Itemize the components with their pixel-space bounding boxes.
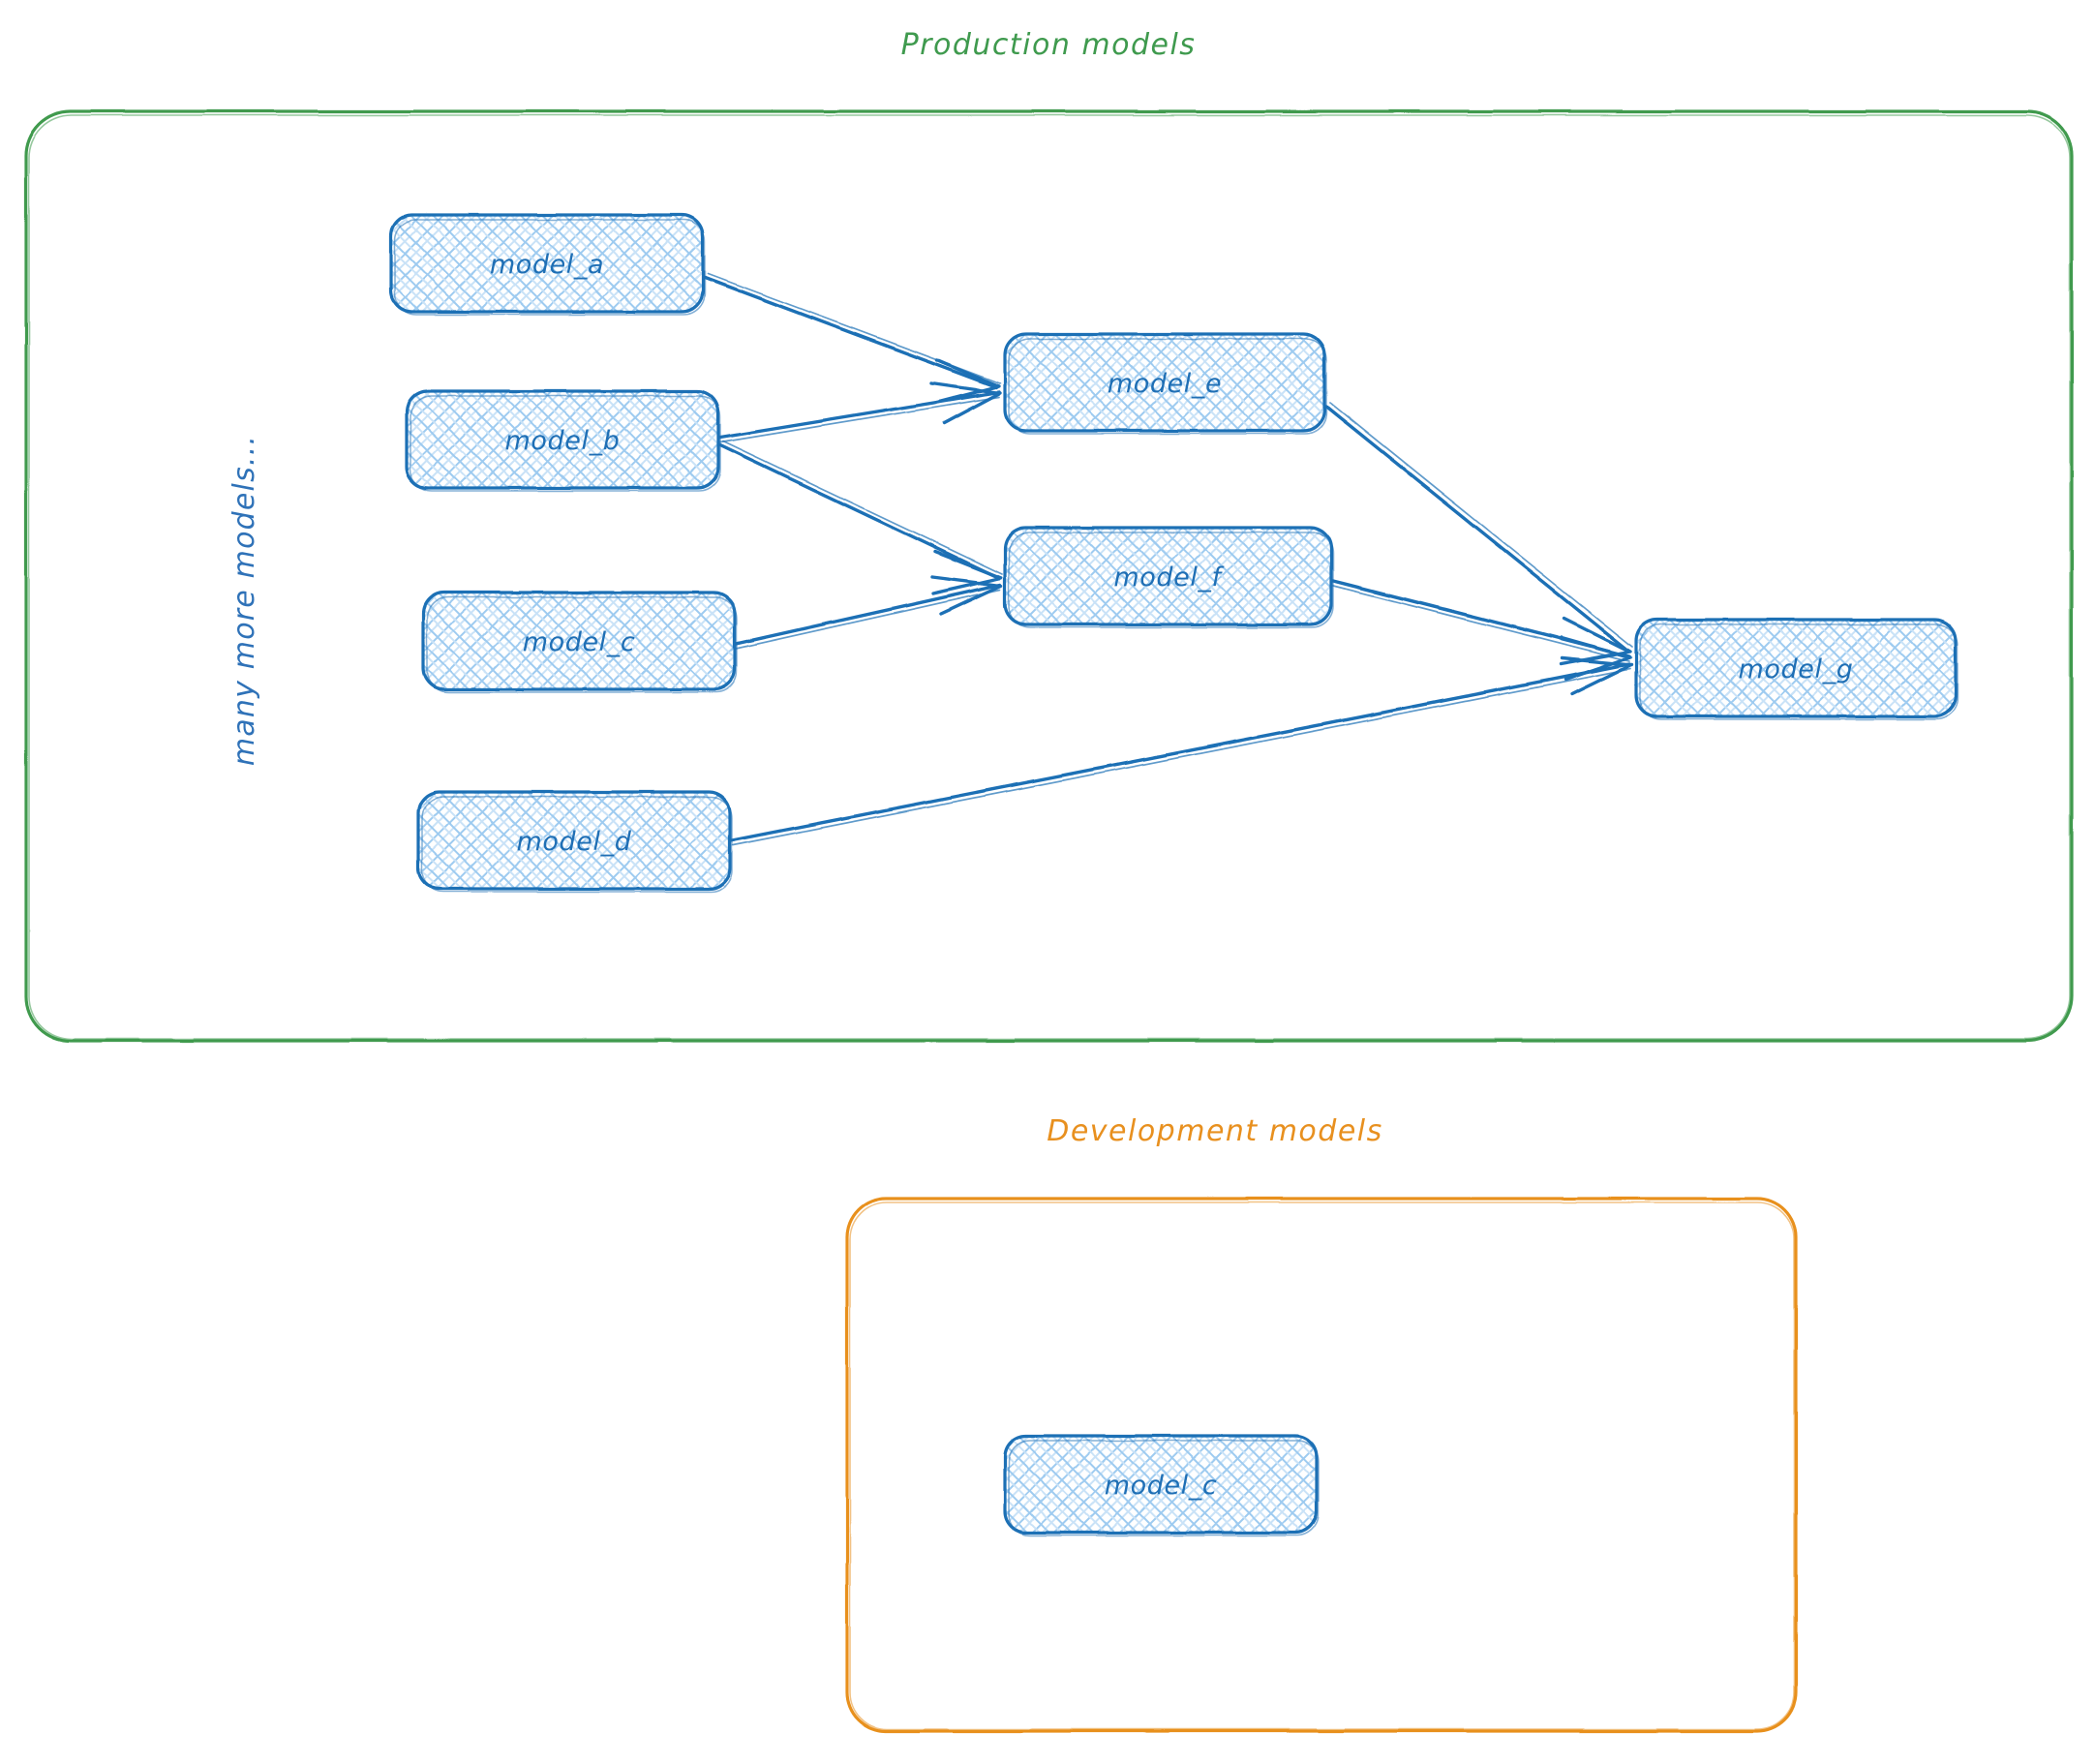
edge-model-b-to-model-f	[718, 441, 1003, 595]
node-model-a[interactable]: model_a	[389, 213, 706, 316]
node-model-c-development[interactable]: model_c	[1003, 1434, 1320, 1536]
annotation-many-more-models: many more models...	[228, 435, 261, 766]
node-model-d[interactable]: model_d	[416, 790, 733, 893]
node-model-c-production-label: model_c	[523, 627, 636, 657]
annotation-many-more-models-text: many more models...	[228, 435, 261, 766]
edge-model-d-to-model-g	[730, 656, 1633, 846]
node-model-c-production[interactable]: model_c	[421, 591, 738, 693]
node-model-a-box-shadow	[394, 219, 706, 316]
production-group-label: Production models	[901, 28, 1197, 62]
group-production[interactable]: Production models	[24, 28, 2074, 1043]
edge-model-c-to-model-f	[734, 575, 1003, 650]
node-model-f-box	[1003, 526, 1333, 626]
production-container-rect-shadow	[28, 114, 2071, 1040]
node-model-g-box	[1634, 618, 1958, 718]
node-model-b-label: model_b	[505, 426, 621, 456]
node-model-a-label: model_a	[490, 250, 604, 280]
development-group-label: Development models	[1047, 1114, 1383, 1148]
node-model-e-label: model_e	[1108, 369, 1222, 399]
node-model-d-box	[416, 790, 732, 891]
node-model-c-development-label: model_c	[1105, 1471, 1218, 1501]
edge-model-e-to-model-g	[1324, 402, 1633, 666]
node-model-c-production-box	[421, 591, 737, 691]
node-model-c-production-box-shadow	[426, 596, 738, 693]
development-container-rect-shadow	[849, 1201, 1795, 1730]
group-development[interactable]: Development models	[845, 1114, 1798, 1733]
edge-layer	[703, 273, 1633, 846]
node-model-e[interactable]: model_e	[1003, 332, 1327, 435]
node-model-f[interactable]: model_f	[1003, 526, 1334, 628]
edge-model-a-to-model-e	[703, 273, 1001, 405]
node-model-e-box	[1003, 332, 1326, 433]
node-model-g-box-shadow	[1639, 623, 1958, 720]
production-container-rect	[24, 109, 2074, 1043]
node-model-f-box-shadow	[1008, 532, 1334, 628]
node-model-b-box	[405, 389, 720, 490]
node-model-g[interactable]: model_g	[1634, 618, 1958, 720]
node-model-a-box	[389, 213, 705, 314]
node-model-c-development-box-shadow	[1008, 1440, 1320, 1536]
node-model-g-label: model_g	[1739, 654, 1854, 684]
development-container-rect	[845, 1197, 1798, 1733]
node-model-e-box-shadow	[1008, 338, 1327, 435]
node-model-b[interactable]: model_b	[405, 389, 721, 492]
edge-model-b-to-model-e	[718, 381, 1002, 443]
node-model-d-label: model_d	[517, 827, 632, 857]
node-model-b-box-shadow	[410, 395, 721, 492]
node-model-d-box-shadow	[421, 796, 733, 893]
node-model-f-label: model_f	[1113, 563, 1224, 593]
node-model-c-development-box	[1003, 1434, 1319, 1535]
